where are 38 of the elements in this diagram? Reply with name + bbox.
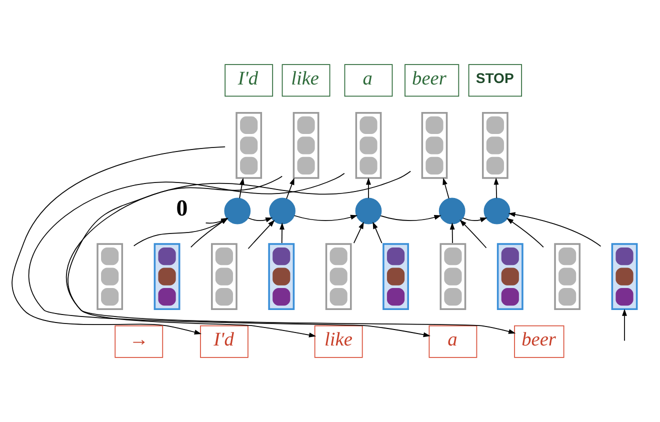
arrow: [66, 170, 516, 334]
arrow: [450, 222, 455, 244]
node-circle: [438, 198, 466, 224]
arrow: [248, 218, 273, 222]
node-box: →: [114, 325, 164, 358]
arrow: [12, 146, 226, 335]
arrow: [380, 214, 442, 221]
arrow: [462, 218, 488, 222]
node-box: I'd: [224, 64, 274, 97]
node-box: I'd: [200, 325, 248, 358]
arrow: [248, 220, 275, 250]
arrow: [286, 178, 294, 200]
arrow: [68, 176, 316, 338]
node-circle: [484, 198, 510, 224]
arrow: [280, 222, 284, 244]
node-box: like: [282, 64, 330, 97]
arrow: [506, 218, 544, 248]
node-box: like: [314, 325, 363, 358]
arrow: [294, 214, 358, 221]
arrow: [353, 222, 364, 244]
arrow: [494, 178, 499, 199]
node-text: 0: [176, 196, 188, 221]
arrow: [460, 220, 487, 248]
arrow: [239, 178, 244, 199]
node-box: beer: [404, 64, 460, 97]
node-box: a: [344, 64, 393, 97]
node-box: a: [428, 325, 478, 358]
arrow: [366, 178, 371, 199]
arrow: [622, 308, 627, 342]
node-box: STOP: [468, 64, 522, 97]
arrow: [372, 222, 382, 244]
arrow: [28, 172, 430, 338]
node-box: beer: [514, 325, 564, 358]
node-circle: [224, 198, 251, 224]
arrow: [442, 178, 450, 199]
node-circle: [269, 198, 296, 224]
arrow: [508, 212, 602, 247]
node-circle: [355, 198, 382, 224]
